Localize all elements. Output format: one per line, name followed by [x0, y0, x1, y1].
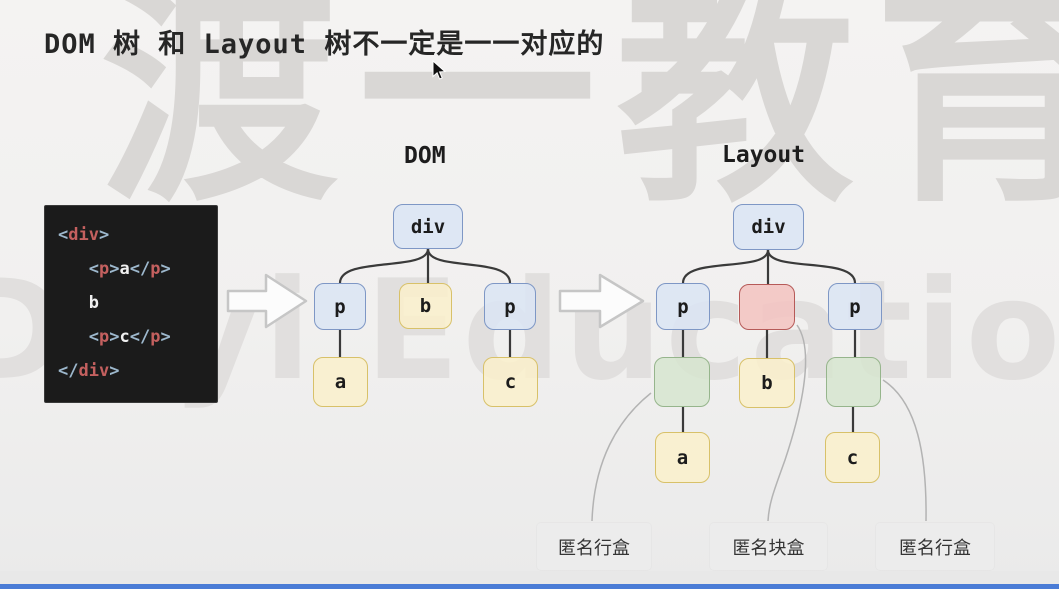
bottom-band — [0, 571, 1059, 584]
mouse-cursor-icon — [432, 60, 447, 80]
dom-tree-edges — [338, 247, 512, 359]
layout-p-right-node: p — [828, 283, 882, 330]
code-line: </div> — [58, 361, 120, 381]
code-line: <div> — [58, 225, 110, 245]
dom-p-left-node: p — [314, 283, 366, 330]
layout-p-left-node: p — [656, 283, 710, 330]
dom-div-node: div — [393, 204, 463, 249]
layout-anonymous-inline-right-node — [826, 357, 881, 407]
video-progress-bar[interactable] — [0, 584, 1059, 589]
code-line: b — [58, 293, 99, 313]
dom-c-node: c — [483, 357, 538, 407]
right-arrow-icon-2 — [558, 273, 645, 329]
slide-title: DOM 树 和 Layout 树不一定是一一对应的 — [44, 29, 605, 60]
code-line: <p>a</p> — [88, 259, 171, 279]
layout-c-node: c — [825, 432, 880, 483]
layout-b-node: b — [739, 358, 795, 408]
dom-p-right-node: p — [484, 283, 536, 330]
layout-tree-edges — [681, 248, 857, 434]
dom-b-node: b — [399, 283, 452, 329]
layout-div-node: div — [733, 204, 804, 250]
code-line: <p>c</p> — [88, 327, 171, 347]
layout-anonymous-block-node — [739, 284, 795, 330]
callout-leader-lines — [591, 324, 927, 522]
layout-anonymous-inline-left-node — [654, 357, 710, 407]
callout-anonymous-inline-left: 匿名行盒 — [537, 523, 651, 570]
callout-anonymous-inline-right: 匿名行盒 — [876, 523, 994, 570]
dom-tree-heading: DOM — [404, 143, 446, 169]
callout-anonymous-block: 匿名块盒 — [710, 523, 827, 570]
right-arrow-icon — [226, 273, 308, 329]
layout-a-node: a — [655, 432, 710, 483]
html-code-block: <div> <p>a</p> b <p>c</p> </div> — [44, 205, 218, 403]
layout-tree-heading: Layout — [722, 142, 806, 168]
dom-a-node: a — [313, 357, 368, 407]
